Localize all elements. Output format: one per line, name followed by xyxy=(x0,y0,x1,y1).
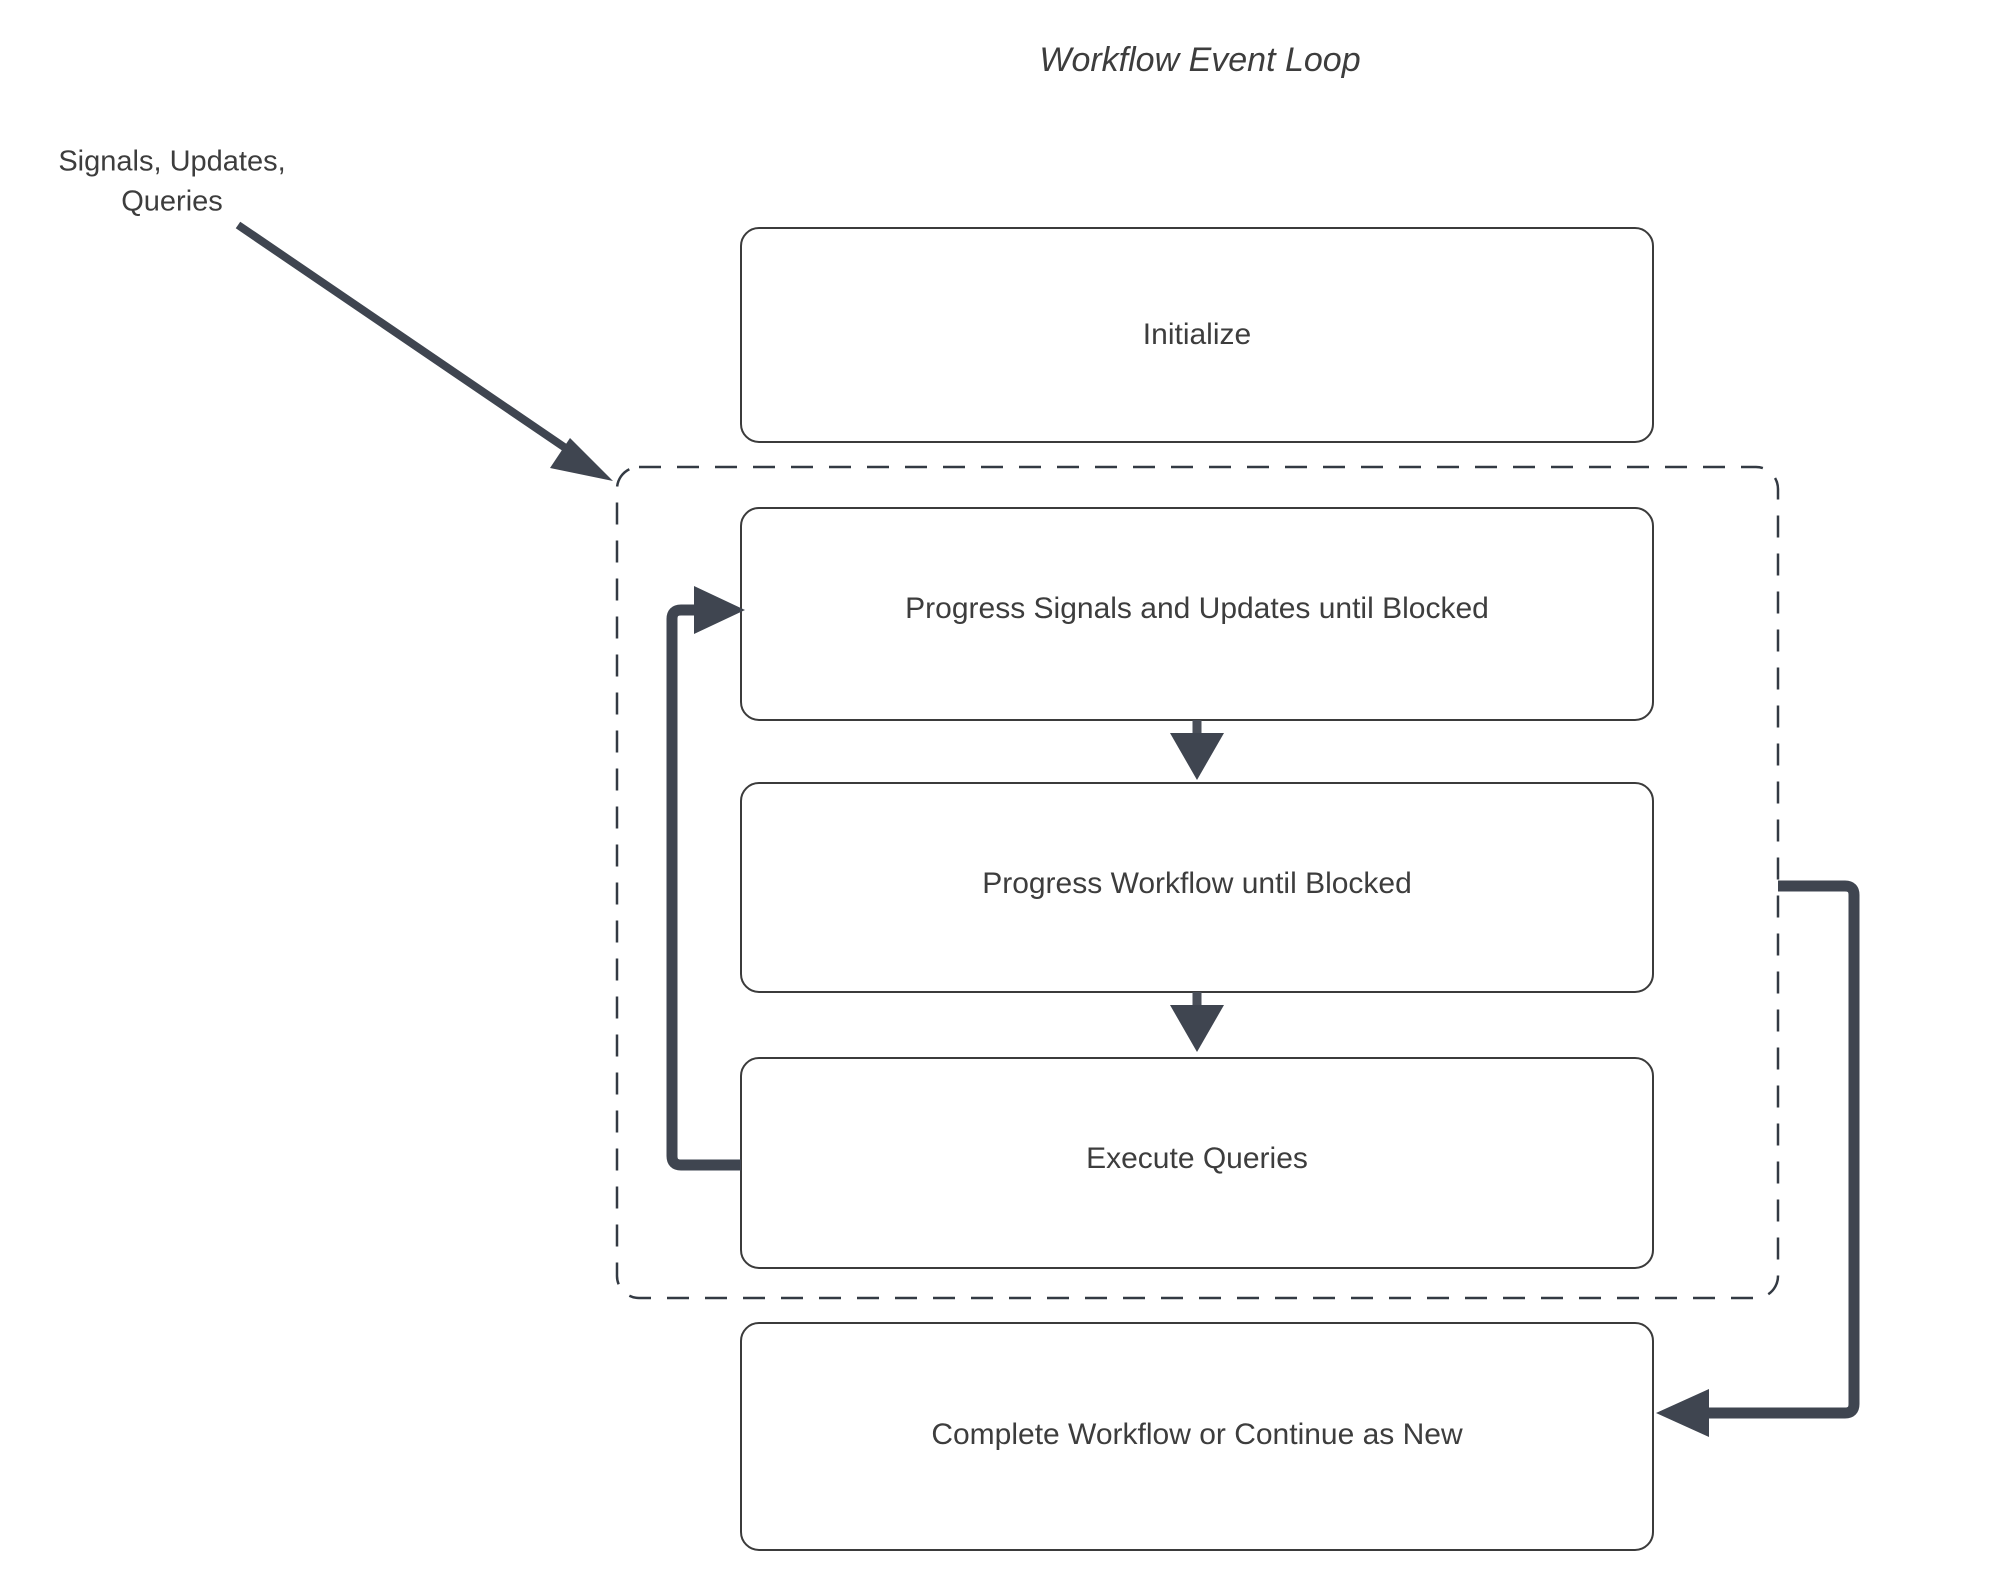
edge-signals-to-workflow xyxy=(1170,720,1224,780)
node-complete-workflow-label: Complete Workflow or Continue as New xyxy=(931,1418,1463,1451)
node-execute-queries-label: Execute Queries xyxy=(1086,1142,1308,1175)
node-progress-workflow[interactable]: Progress Workflow until Blocked xyxy=(740,782,1654,993)
external-source-label-line1: Signals, Updates, xyxy=(58,146,285,178)
external-source-label-line2: Queries xyxy=(121,186,223,218)
node-initialize[interactable]: Initialize xyxy=(740,227,1654,443)
signals-into-loop-arrow xyxy=(235,221,613,481)
node-progress-workflow-label: Progress Workflow until Blocked xyxy=(982,867,1412,900)
node-progress-signals[interactable]: Progress Signals and Updates until Block… xyxy=(740,507,1654,721)
edge-queries-loop-back xyxy=(666,586,745,1171)
node-execute-queries[interactable]: Execute Queries xyxy=(740,1057,1654,1269)
edge-workflow-to-queries xyxy=(1170,992,1224,1052)
node-complete-workflow-box[interactable] xyxy=(740,1322,1654,1551)
node-initialize-label: Initialize xyxy=(1143,318,1251,351)
page-title: Workflow Event Loop xyxy=(1039,41,1360,79)
edge-loop-to-complete xyxy=(1656,880,1860,1437)
node-complete-workflow[interactable]: Complete Workflow or Continue as New xyxy=(740,1322,1654,1551)
node-progress-signals-label: Progress Signals and Updates until Block… xyxy=(905,592,1489,625)
node-initialize-box[interactable] xyxy=(740,227,1654,443)
event-loop-group xyxy=(615,465,1780,1300)
